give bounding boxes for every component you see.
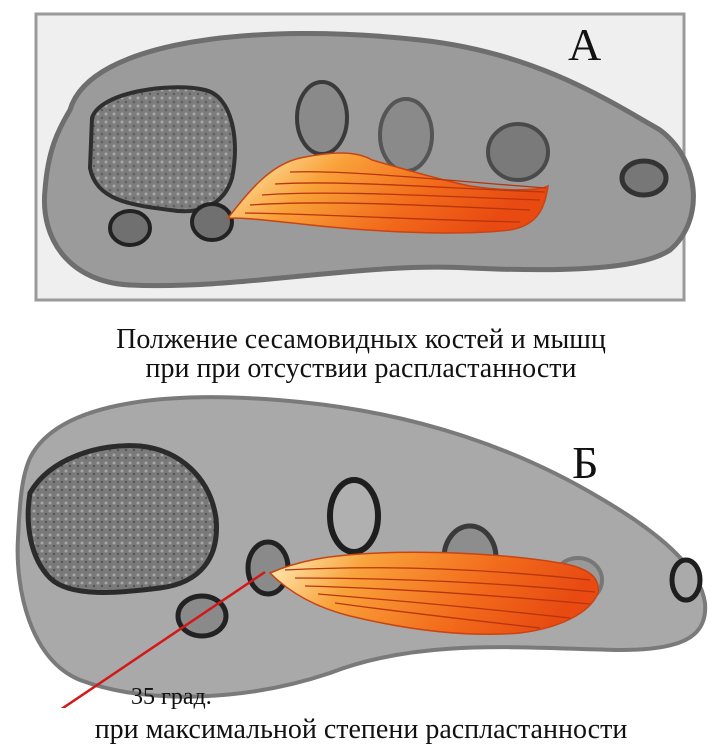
panel-a-letter: А [568, 22, 601, 68]
panel-b-caption: при максимальной степени распластанности [0, 716, 722, 744]
ct-image-panel-b: Б [0, 388, 722, 708]
fifth-metatarsal-bone-b [672, 560, 700, 600]
medial-sesamoid-bone [110, 211, 150, 245]
second-metatarsal-bone [297, 82, 347, 154]
panel-a-caption-line2: при при отсуствии распластанности [0, 355, 722, 383]
second-metatarsal-bone-b [330, 480, 378, 552]
lateral-sesamoid-bone [192, 204, 232, 240]
fourth-metatarsal-bone [488, 124, 548, 180]
panel-b-letter: Б [572, 440, 598, 486]
third-metatarsal-bone [380, 99, 432, 171]
foot-crosssection-b [0, 388, 722, 708]
angle-label: 35 град. [131, 684, 212, 711]
first-metatarsal-bone-b [28, 446, 216, 593]
first-metatarsal-bone [90, 87, 235, 211]
panel-a-caption-line1: Полжение сесамовидных костей и мышц [0, 326, 722, 354]
fifth-metatarsal-bone [622, 161, 666, 195]
ct-image-panel-a: А [0, 0, 722, 360]
foot-crosssection-a [0, 0, 722, 360]
